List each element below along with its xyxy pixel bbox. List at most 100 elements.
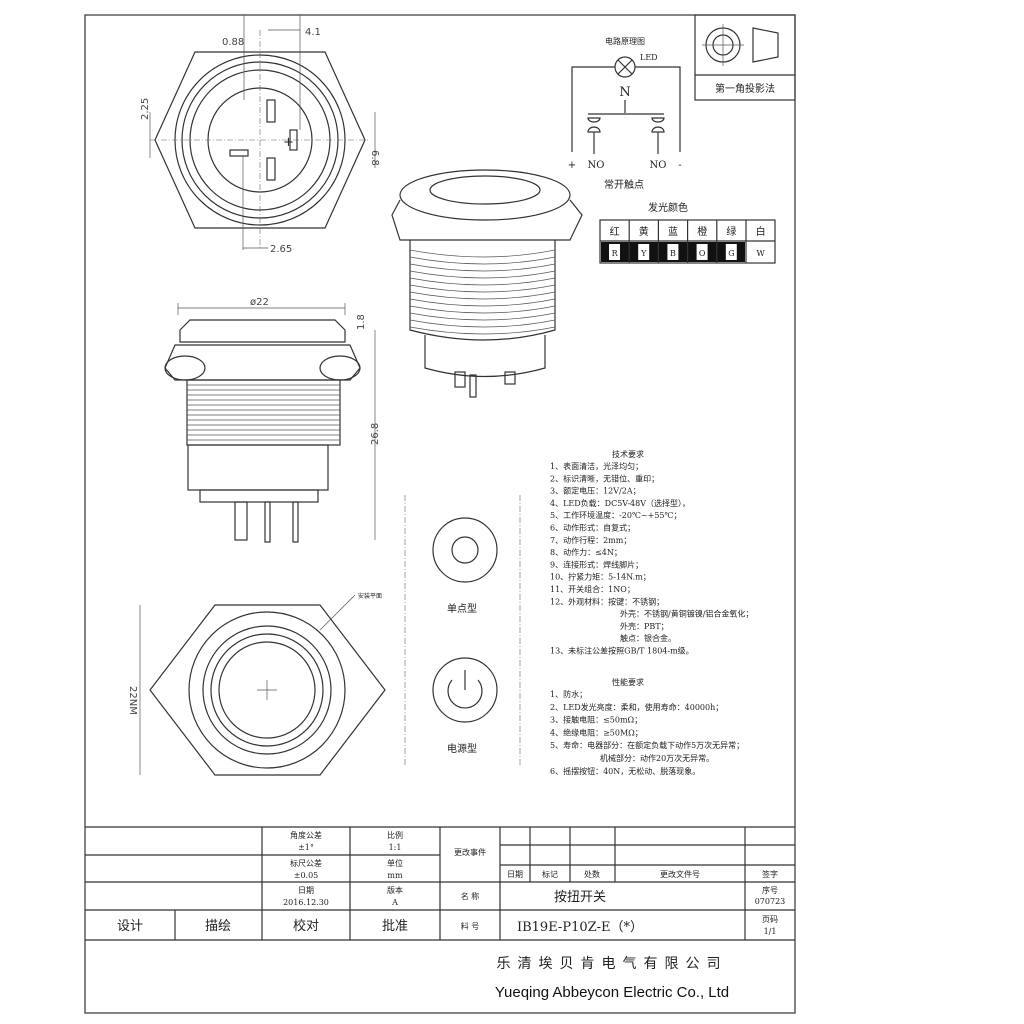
no1-label: NO [588,160,605,171]
color-name: 黄 [639,225,649,238]
version-value: A [391,898,398,907]
dim-tolerance-label: 标尺公差 [290,858,322,868]
projection-symbol: 第一角投影法 [694,14,796,101]
thread-line [409,284,556,293]
angle-tolerance-label: 角度公差 [290,830,322,840]
change-header: 日期 [507,870,523,879]
tech-item: 2、标识清晰，无错位、重印； [550,473,659,483]
tech-item: 4、LED负载：DC5V-48V（选择型）， [550,498,690,508]
unit-value: mm [387,871,403,880]
plus-mark: + [283,135,294,150]
dim-0-88: 0.88 [222,37,244,48]
color-code-box [725,244,737,260]
dim-6-8: 6.8 [369,150,380,166]
color-code: G [728,249,734,258]
dim-26-8: 26.8 [370,423,381,445]
circuit-title: 电路原理图 [605,36,645,46]
thread-line [409,270,556,279]
perf-item: 5、寿命：电器部分：在额定负载下动作5万次无异常； [550,740,744,750]
change-header: 标记 [542,869,558,879]
projection-label: 第一角投影法 [715,82,775,95]
serial-value: 070723 [755,897,786,906]
change-label: 更改事件 [454,847,486,857]
tech-item: 7、动作行程：2mm； [550,535,631,545]
perspective-view [391,169,583,398]
company-name-cn: 乐清埃贝肯电气有限公司 [497,956,728,972]
change-header: 签字 [762,869,778,879]
tech-item: 3、额定电压：12V/2A； [550,486,641,496]
part-number: IB19E-P10Z-E（*） [517,920,643,935]
panel-note: 安装平面 [358,592,382,600]
thread-line [409,249,556,258]
page-value: 1/1 [764,927,777,936]
tech-item: 13、未标注公差按照GB/T 1804-m级。 [550,646,694,656]
name-label: 名 称 [461,891,480,901]
change-header: 处数 [584,869,600,879]
color-code: W [756,249,765,258]
perf-item: 4、绝缘电阻：≥50MΩ； [550,727,643,737]
color-code: O [699,249,706,258]
tech-item: 9、连接形式：焊线脚片； [550,559,643,569]
dim-4-1: 4.1 [305,27,321,38]
page-label: 页码 [762,915,778,924]
perf-item: 6、摇摆按钮：40N，无松动、脱落现象。 [550,766,700,776]
tech-item: 触点：银合金。 [620,633,676,643]
title-block: 角度公差 ±1° 比例 1:1 标尺公差 ±0.05 单位 mm 日期 2016… [85,826,795,1001]
role-draw: 描绘 [205,919,231,934]
tech-item: 1、表面清洁，光泽均匀； [550,461,643,471]
circuit-caption: 常开触点 [604,178,644,191]
tech-item: 5、工作环境温度：-20℃~+55℃； [550,510,681,520]
change-header: 更改文件号 [660,869,700,879]
color-name: 白 [756,225,766,238]
scale-label: 比例 [387,830,403,840]
tech-item: 12、外观材料：按键：不锈钢； [550,596,664,606]
color-name: 蓝 [668,226,678,238]
company-name-en: Yueqing Abbeycon Electric Co., Ltd [495,984,729,1001]
thread-line [409,312,556,321]
tech-item: 外壳：不锈钢/黄铜镀镍/铝合金氧化； [620,609,753,619]
terminal-view: + 4.1 0.88 2.25 6.8 2.65 [140,15,380,255]
perf-title: 性能要求 [612,677,644,687]
color-title: 发光颜色 [648,201,688,214]
color-code-box [755,244,766,260]
color-code: Y [640,249,647,258]
circuit-diagram: 电路原理图 LED N + NO NO - 常开触点 [568,36,682,191]
thread-line [409,319,556,328]
side-view: ø22 1.8 26.8 [164,297,381,543]
dim-1-8: 1.8 [356,314,367,330]
perf-item: 3、接触电阻：≤50mΩ； [550,715,642,725]
color-code-box [609,244,620,260]
color-code: R [612,249,619,258]
thread-line [409,291,556,300]
technical-requirements: 技术要求 1、表面清洁，光泽均匀；2、标识清晰，无错位、重印；3、额定电压：12… [550,449,753,776]
unit-label: 单位 [387,858,403,868]
button-front-view: 22NM 安装平面 [127,592,386,776]
thread-line [409,277,556,286]
thread-line [409,305,556,314]
color-name: 橙 [697,225,707,238]
color-code: B [670,249,676,258]
power-type-label: 电源型 [447,742,477,755]
product-name: 按扭开关 [554,890,606,905]
dim-diameter-22: ø22 [250,297,269,308]
no2-label: NO [650,160,667,171]
scale-value: 1:1 [389,843,402,852]
dot-type-label: 单点型 [447,602,477,615]
tech-item: 8、动作力：≤4N； [550,547,622,557]
part-label: 料 号 [461,921,480,931]
angle-tolerance-value: ±1° [298,843,314,852]
icon-options: 单点型 电源型 [404,495,521,765]
tech-item: 11、开关组合：1NO； [550,584,635,594]
led-label: LED [640,53,658,62]
perf-item: 机械部分：动作20万次无异常。 [600,753,714,763]
role-design: 设计 [117,919,143,934]
sheet-frame [84,14,796,1014]
thread-line [409,326,556,335]
color-code-box [696,244,708,260]
color-name: 绿 [726,225,736,238]
color-code-box [638,244,650,260]
plus-label: + [568,160,576,171]
